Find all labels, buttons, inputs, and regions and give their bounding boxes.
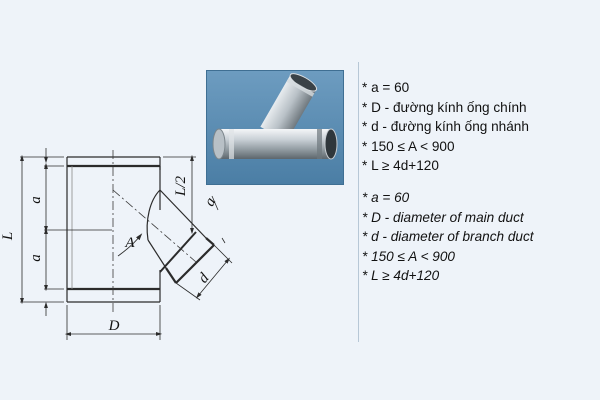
divider-line xyxy=(358,62,359,342)
dimension-label-a-lower: a xyxy=(28,254,44,262)
notes-english: * a = 60 * D - diameter of main duct * d… xyxy=(362,188,534,286)
dimension-label-a-branch: a xyxy=(202,195,220,209)
note-item: * d - đường kính ống nhánh xyxy=(362,119,529,135)
dimension-label-A: A xyxy=(124,235,135,251)
dimension-label-L-half: L/2 xyxy=(173,175,189,197)
note-item: * a = 60 xyxy=(362,80,410,95)
note-item: * 150 ≤ A < 900 xyxy=(362,138,455,154)
angle-arc xyxy=(117,233,143,257)
notes-vietnamese: * a = 60 * D - đường kính ống chính * d … xyxy=(362,78,529,176)
note-item: * L ≥ 4d+120 xyxy=(362,268,440,284)
dimension-lines xyxy=(20,148,231,336)
wye-duct-photo xyxy=(206,70,344,185)
dimension-label-L: L xyxy=(0,232,16,241)
dimension-label-d: d xyxy=(195,270,212,286)
main-duct-outline xyxy=(66,156,161,303)
note-item: * D - đường kính ống chính xyxy=(362,99,527,115)
centerlines xyxy=(112,150,197,312)
note-item: * 150 ≤ A < 900 xyxy=(362,248,455,264)
dimension-label-a-upper: a xyxy=(28,196,44,204)
note-item: * L ≥ 4d+120 xyxy=(362,158,439,174)
dimension-label-D: D xyxy=(108,318,120,334)
wye-technical-drawing: L a a D A L/2 a d xyxy=(0,148,233,340)
note-item: * a = 60 xyxy=(362,190,410,205)
branch-duct-outline xyxy=(146,189,215,284)
note-item: * d - diameter of branch duct xyxy=(362,229,534,245)
note-item: * D - diameter of main duct xyxy=(362,209,524,225)
